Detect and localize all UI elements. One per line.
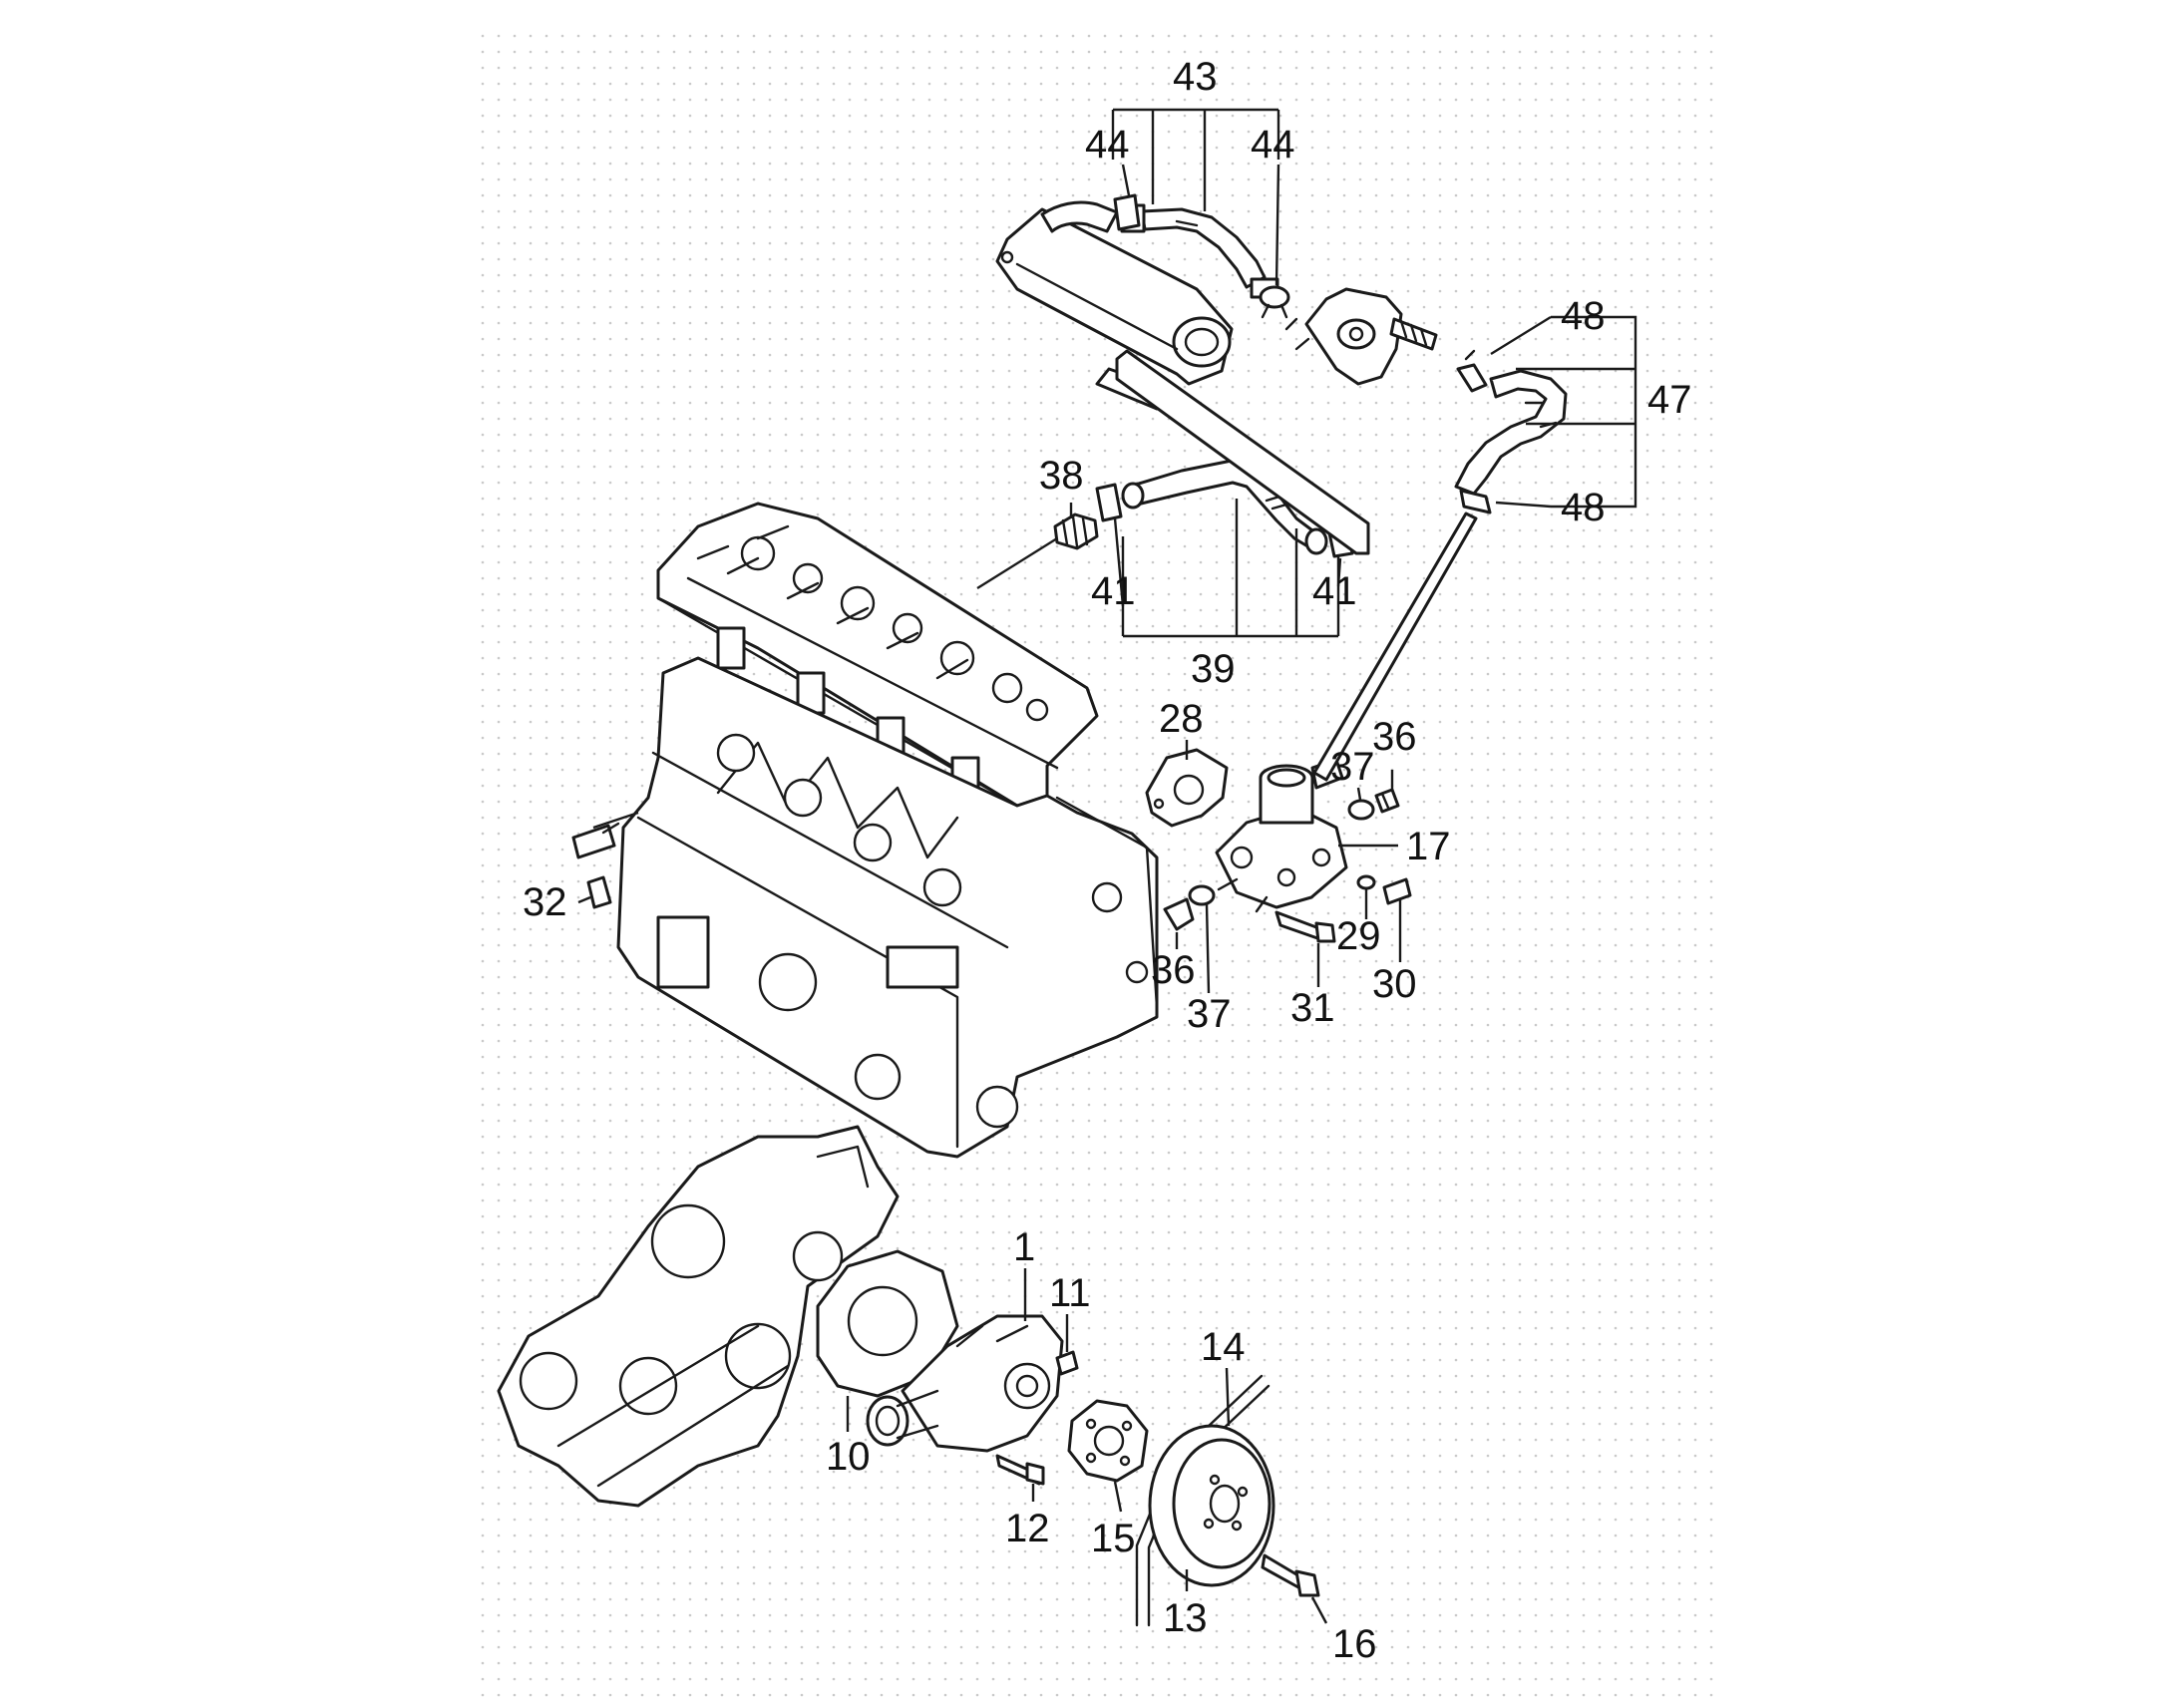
- callout-32: 32: [523, 880, 567, 924]
- thermostat-outlet-pipe: [1312, 512, 1478, 782]
- hose-clamp-48-top: [1456, 349, 1488, 393]
- callout-48-bottom: 48: [1561, 486, 1606, 529]
- leader-lines: [577, 108, 1637, 1624]
- cylinder-head: [656, 502, 1099, 808]
- bolt-16: [1261, 1553, 1320, 1597]
- egr-clamp-44-right: [1259, 285, 1290, 319]
- callout-48-top: 48: [1561, 294, 1606, 338]
- egr-clamp-44-left: [1113, 193, 1141, 231]
- callout-13: 13: [1163, 1596, 1208, 1640]
- bolt-11: [1055, 1350, 1079, 1376]
- gasket-28: [1145, 748, 1229, 828]
- callout-37-top: 37: [1330, 745, 1375, 789]
- callout-30: 30: [1372, 962, 1417, 1006]
- callout-29: 29: [1336, 914, 1381, 958]
- callout-41-right: 41: [1312, 569, 1357, 613]
- fan-pulley-hub-15: [1067, 1399, 1149, 1483]
- pipe-clamp-41-left: [1095, 483, 1123, 522]
- fitting-38: [1053, 512, 1099, 550]
- hose-clamp-48-bottom: [1459, 489, 1492, 514]
- callout-44-left: 44: [1085, 123, 1130, 167]
- oring-37-top: [1347, 799, 1375, 821]
- callout-38: 38: [1039, 454, 1084, 498]
- egr-valve-housing: [1284, 287, 1438, 386]
- oring-37-bottom: [1188, 884, 1216, 906]
- plug-36-bottom: [1163, 897, 1195, 931]
- callout-11: 11: [1049, 1271, 1091, 1315]
- egr-cooler: [995, 200, 1234, 411]
- timing-gear-case: [497, 1125, 900, 1508]
- callout-28: 28: [1159, 697, 1204, 741]
- bolt-12: [995, 1454, 1045, 1486]
- callout-12: 12: [1005, 1507, 1050, 1550]
- callout-37-bottom: 37: [1187, 992, 1232, 1036]
- callout-41-left: 41: [1091, 569, 1136, 613]
- callout-15: 15: [1091, 1517, 1136, 1560]
- plug-36-top: [1374, 788, 1400, 814]
- bolt-30: [1382, 877, 1412, 905]
- callout-14: 14: [1201, 1325, 1246, 1369]
- gasket-10: [816, 1249, 959, 1398]
- callout-36-top: 36: [1372, 715, 1417, 759]
- sensor-32: [571, 822, 620, 909]
- callout-17: 17: [1406, 825, 1451, 868]
- washer-29: [1356, 874, 1376, 890]
- engine-block: [616, 656, 1159, 1159]
- egr-bracket-strip: [1115, 349, 1370, 555]
- callout-31: 31: [1290, 986, 1335, 1030]
- callout-labels: 43 44 44 48 47 48 38 41 41 39 28 36 37 1…: [523, 55, 1692, 1666]
- callout-43: 43: [1173, 55, 1218, 99]
- callout-39: 39: [1191, 647, 1236, 691]
- bolt-31: [1274, 910, 1336, 943]
- fan-pulley-14: [1148, 1424, 1275, 1587]
- callout-16: 16: [1332, 1622, 1377, 1666]
- callout-1: 1: [1013, 1225, 1035, 1269]
- water-pump-1: [866, 1314, 1064, 1453]
- callout-47: 47: [1647, 378, 1692, 422]
- callout-44-right: 44: [1251, 123, 1295, 167]
- callout-10: 10: [826, 1435, 871, 1479]
- callout-36-bottom: 36: [1151, 948, 1196, 992]
